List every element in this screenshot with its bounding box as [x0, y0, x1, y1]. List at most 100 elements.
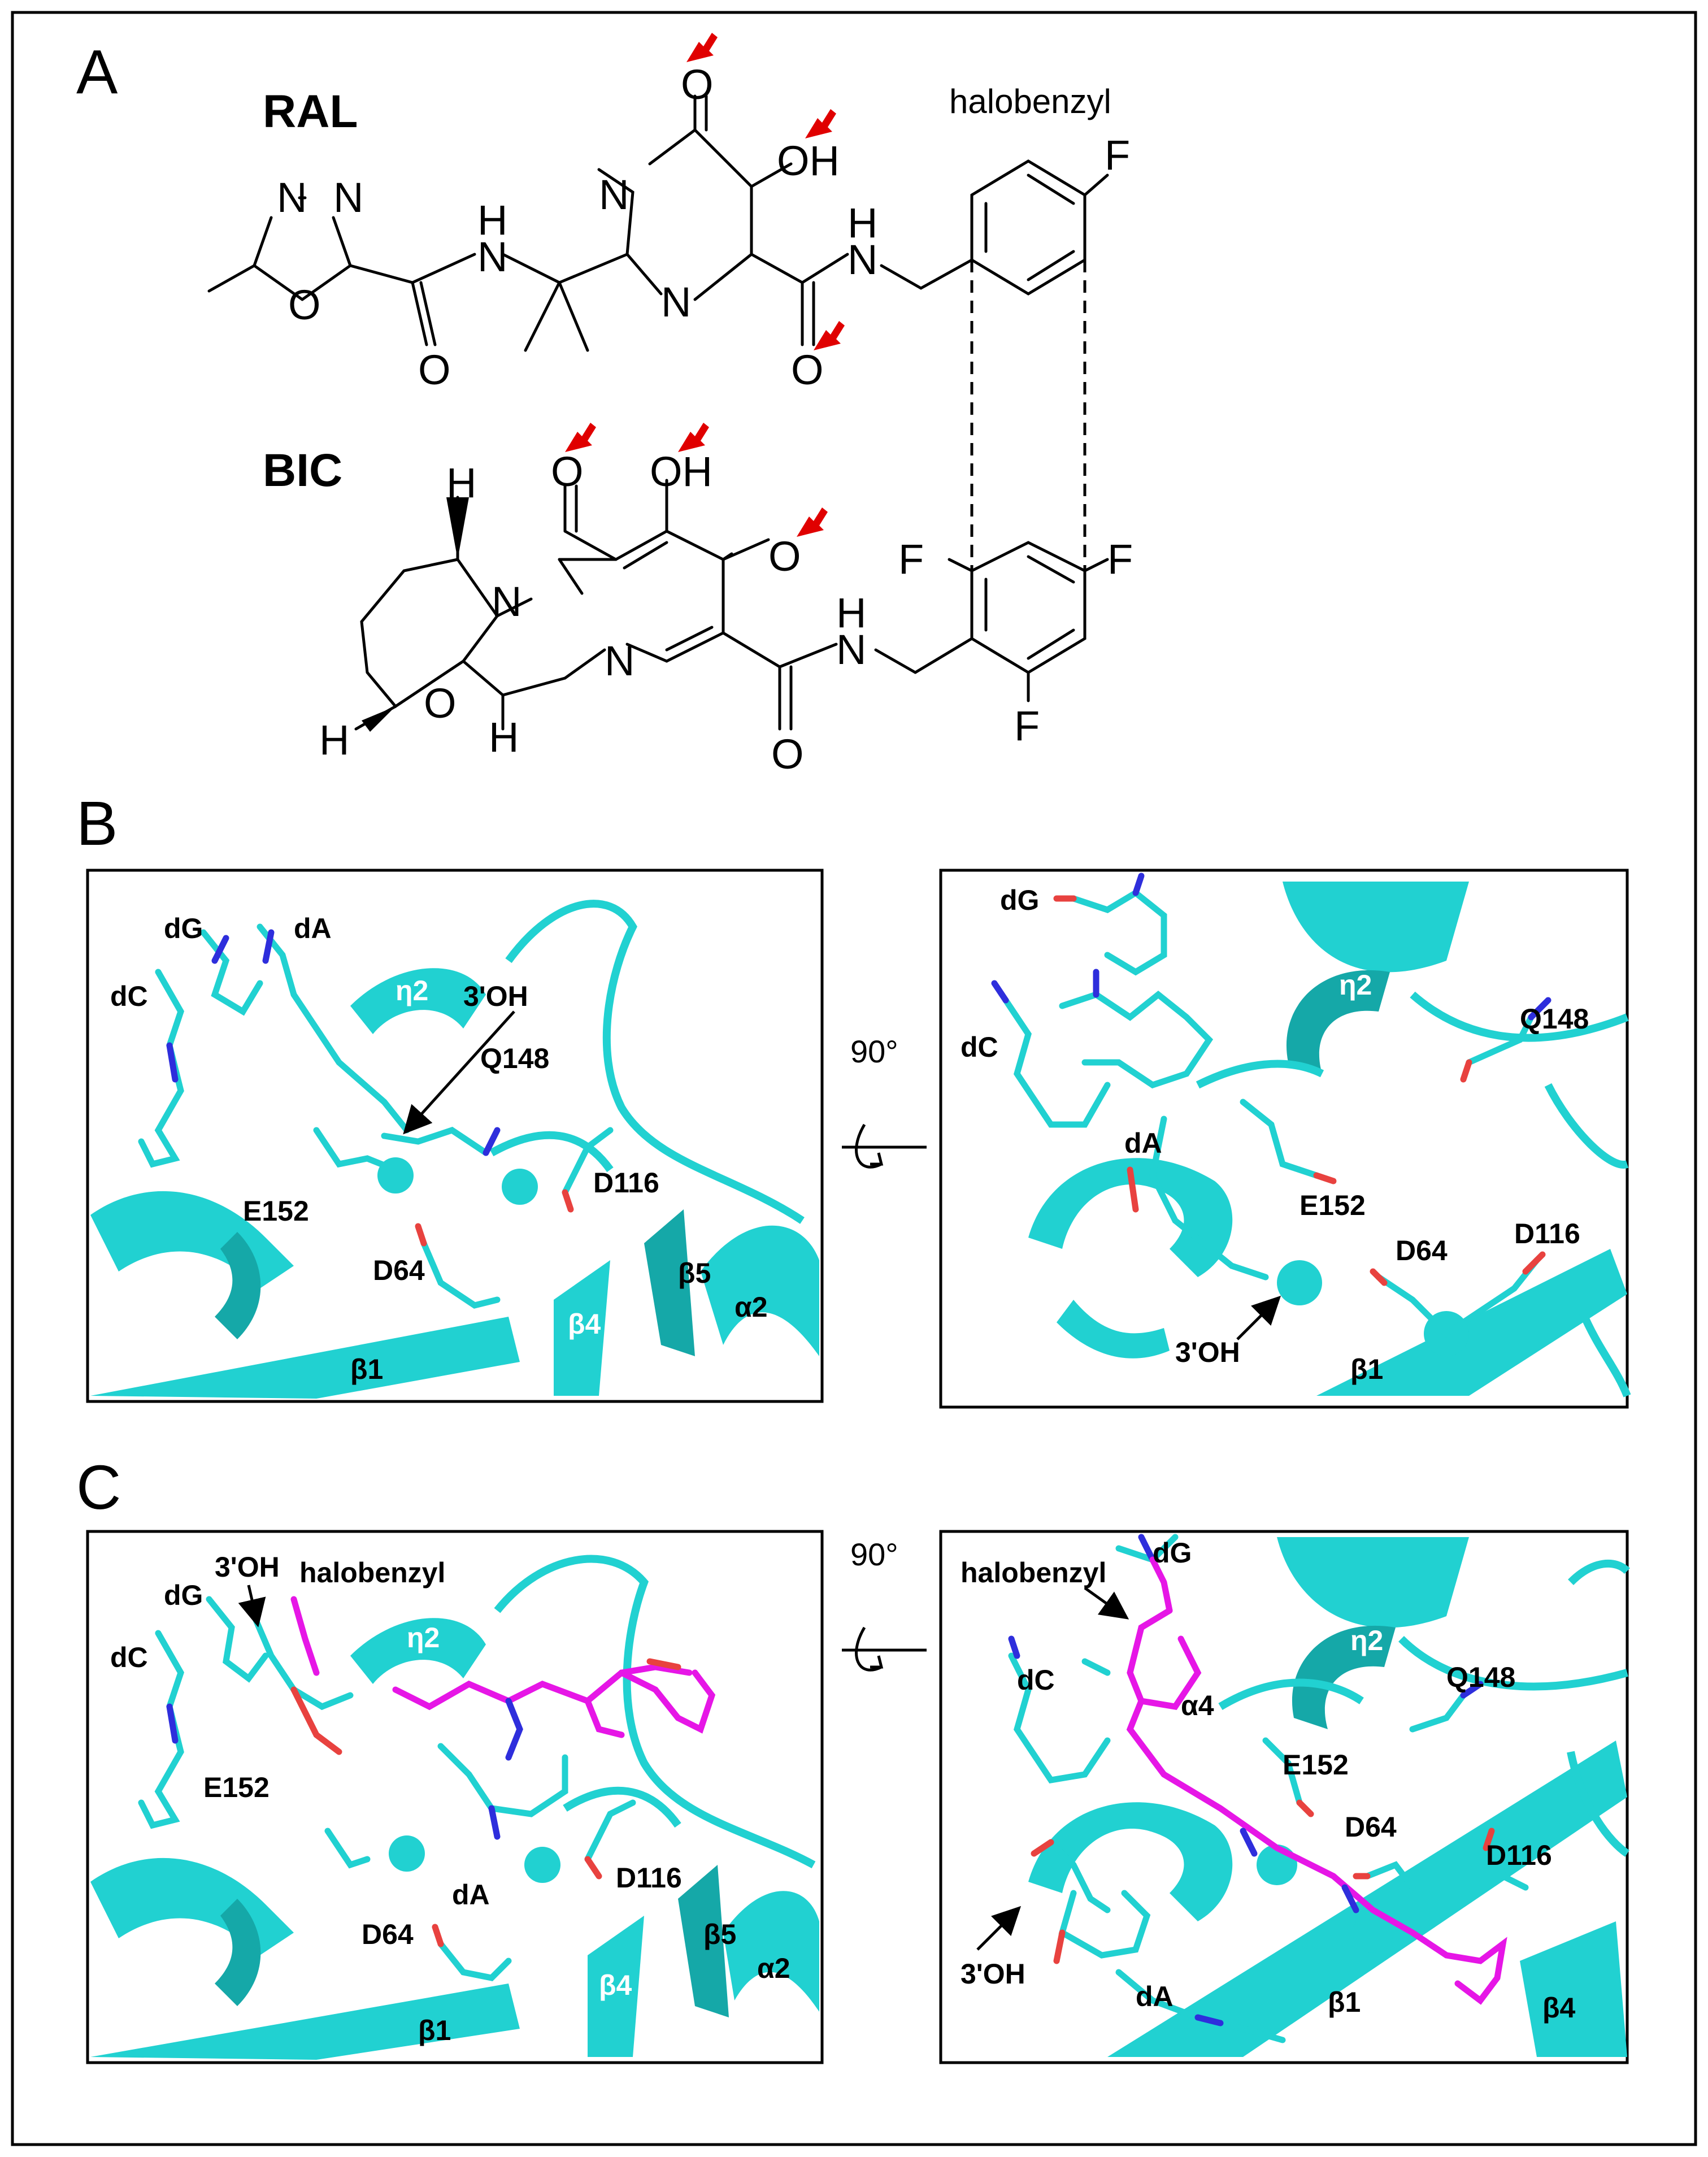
ral-atom-n4: N [599, 171, 629, 218]
halobenzyl-label: halobenzyl [949, 83, 1111, 120]
bic-atom-o1: O [424, 680, 457, 727]
rotation-b: 90° [850, 1034, 898, 1069]
ral-atom-h2: H [848, 199, 877, 246]
ral-red-arrow-1 [686, 33, 718, 62]
b-right-label-5: E152 [1300, 1190, 1366, 1221]
c-right-label-2: dC [1017, 1664, 1055, 1696]
b-left-label-2: dC [110, 980, 148, 1012]
c-right-label-3: η2 [1350, 1625, 1383, 1656]
rotation-c-icon [842, 1626, 927, 1672]
bic-atom-f3: F [1014, 702, 1040, 749]
ral-atom-h1: H [477, 197, 507, 244]
c-left-label-6: dA [452, 1879, 490, 1911]
b-right-label-9: 3'OH [1175, 1336, 1240, 1368]
b-left-label-8: D64 [373, 1255, 425, 1286]
bic-name: BIC [263, 445, 342, 496]
c-left-label-0: 3'OH [215, 1551, 280, 1583]
c-left-label-1: dG [164, 1579, 203, 1611]
c-right-label-8: D116 [1486, 1839, 1552, 1871]
c-right-label-7: D64 [1345, 1811, 1397, 1843]
b-right-label-1: η2 [1339, 969, 1372, 1001]
c-left-label-10: β4 [599, 1969, 632, 2001]
bic-red-arrow-1 [565, 423, 596, 452]
ral-atom-oh: OH [777, 137, 840, 184]
c-right-label-10: dA [1136, 1981, 1174, 2012]
c-left-label-7: D116 [616, 1862, 682, 1894]
bic-atom-f1: F [898, 536, 924, 583]
c-left-label-2: halobenzyl [299, 1557, 445, 1589]
panel-a-letter: A [76, 37, 118, 107]
bic-atom-n3: N [836, 626, 866, 673]
bic-atom-o4: O [771, 731, 804, 778]
bic-atom-n1: N [492, 578, 521, 625]
c-right-label-5: α4 [1181, 1690, 1214, 1721]
c-left-label-3: dC [110, 1642, 148, 1673]
c-left-label-13: β1 [418, 2015, 451, 2046]
b-left-label-4: 3'OH [463, 980, 528, 1012]
ral-red-arrow-3 [814, 321, 845, 350]
panel-c-letter: C [76, 1453, 121, 1522]
structure-c-right: halobenzyl dG dC η2 Q148 α4 E152 D64 D11… [939, 1530, 1630, 2064]
ral-atom-n1: N [277, 174, 307, 221]
b-right-label-0: dG [1000, 884, 1039, 916]
c-left-label-11: β5 [703, 1919, 736, 1950]
ral-name: RAL [263, 86, 358, 137]
rotation-b-icon [842, 1123, 927, 1169]
c-right-label-6: E152 [1283, 1749, 1349, 1781]
bic-atom-h3: H [489, 714, 519, 761]
bic-atom-n2: N [605, 637, 634, 684]
outer-frame [11, 11, 1697, 2146]
ral-atom-o4: O [791, 346, 824, 393]
b-right-label-10: β1 [1350, 1353, 1383, 1385]
c-right-label-11: β1 [1328, 1986, 1361, 2018]
c-left-label-8: D64 [362, 1919, 414, 1950]
b-right-label-4: dA [1124, 1127, 1162, 1159]
bic-atom-oh: OH [650, 448, 712, 495]
b-right-label-7: D116 [1514, 1218, 1580, 1249]
structure-c-left: 3'OH dG halobenzyl dC η2 E152 dA D116 D6… [86, 1530, 824, 2064]
c-left-label-5: E152 [203, 1772, 270, 1803]
b-left-label-12: α2 [735, 1291, 768, 1323]
b-left-label-6: D116 [593, 1167, 659, 1199]
b-left-label-1: dA [294, 913, 332, 944]
b-left-label-5: Q148 [480, 1043, 549, 1074]
bic-atom-h4: H [836, 589, 866, 636]
ral-atom-n5: N [661, 279, 691, 325]
c-right-label-12: β4 [1542, 1992, 1576, 2024]
b-left-label-11: β5 [678, 1257, 711, 1289]
ral-atom-o1: O [288, 281, 321, 328]
ral-atom-f: F [1105, 132, 1130, 179]
rotation-c: 90° [850, 1537, 898, 1572]
bic-atom-h1: H [446, 459, 476, 506]
b-right-label-2: Q148 [1520, 1003, 1589, 1035]
b-right-label-3: dC [961, 1031, 998, 1063]
c-left-label-12: α2 [757, 1952, 790, 1984]
b-left-label-13: β1 [350, 1353, 383, 1385]
ral-atom-n6: N [848, 236, 877, 283]
b-right-label-8: α4 [1107, 1252, 1141, 1283]
ral-red-arrow-2 [805, 109, 836, 138]
c-left-label-4: η2 [407, 1622, 440, 1653]
b-left-label-9: α4 [136, 1271, 169, 1303]
bic-atom-o3: O [768, 533, 801, 580]
bic-atom-o2: O [551, 448, 584, 495]
bic-structure: BIC [263, 423, 1133, 778]
b-left-label-7: E152 [243, 1195, 309, 1227]
bic-atom-f2: F [1107, 536, 1133, 583]
structure-b-left: dG dA dC η2 3'OH Q148 D116 E152 D64 α4 β… [86, 869, 824, 1403]
ral-atom-n2: N [333, 174, 363, 221]
ral-atom-o3: O [681, 61, 714, 108]
b-left-label-0: dG [164, 913, 203, 944]
c-left-label-9: α4 [136, 1938, 169, 1970]
c-right-label-4: Q148 [1446, 1661, 1515, 1693]
ral-atom-n3: N [477, 233, 507, 280]
b-right-label-6: D64 [1396, 1235, 1448, 1266]
panel-b-letter: B [76, 789, 118, 858]
b-left-label-3: η2 [396, 975, 428, 1006]
bic-red-arrow-3 [797, 507, 828, 537]
ral-structure: RAL N N [207, 33, 1130, 571]
c-right-label-9: 3'OH [961, 1958, 1025, 1990]
ral-atom-o2: O [418, 346, 451, 393]
bic-atom-h2: H [319, 717, 349, 763]
